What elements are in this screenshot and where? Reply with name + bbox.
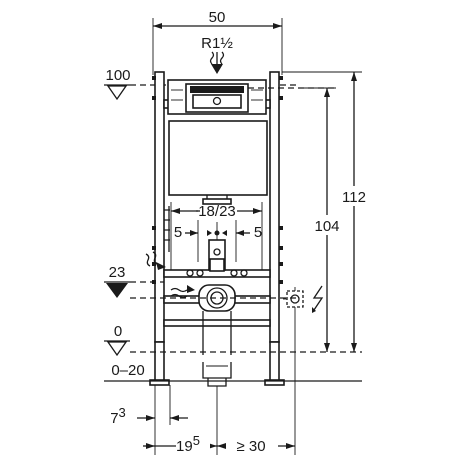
label-top-width: 50: [209, 9, 226, 26]
flush-actuator-icon: [167, 79, 335, 115]
label-level-0: 0: [114, 323, 122, 340]
label-offset-19: 195: [176, 433, 200, 455]
label-offset-7: 73: [110, 405, 126, 427]
dimension-height-104: 104: [300, 87, 344, 352]
label-spacing-5-left: 5: [174, 224, 182, 241]
dimension-top-width: 50: [152, 9, 283, 75]
label-pipe-size: R1½: [201, 35, 233, 52]
water-supply-squiggle-icon: [145, 251, 166, 270]
water-supply-squiggle-icon: [170, 285, 195, 299]
dimension-height-112: 112: [282, 71, 372, 352]
fixing-points: [186, 258, 248, 277]
label-range-0-20: 0–20: [111, 362, 144, 379]
label-spacing-5-right: 5: [254, 224, 262, 241]
frame-feet: [149, 379, 285, 386]
level-0-marker: 0: [104, 323, 362, 357]
dimension-offset-19: 195: [143, 433, 217, 456]
label-level-23: 23: [109, 264, 126, 281]
label-level-100: 100: [105, 67, 130, 84]
label-min-30: ≥ 30: [236, 438, 265, 455]
label-spacing-18-23: 18/23: [198, 203, 236, 220]
dimension-offset-7: 73: [110, 405, 188, 427]
dimension-min-30: ≥ 30: [217, 436, 295, 456]
label-height-112: 112: [342, 189, 366, 206]
dimension-spacing-18-23: 18/23: [170, 202, 263, 270]
frame-left-post: [152, 71, 165, 383]
drain-outlet: [130, 284, 300, 355]
frame-right-post: [269, 71, 283, 383]
level-23-marker: 23: [104, 264, 164, 298]
cistern-body: [168, 120, 268, 205]
label-height-104: 104: [314, 218, 339, 235]
waste-pipe: [202, 362, 232, 387]
water-inlet-arrow-icon: [209, 51, 225, 74]
range-0-20-marker: 0–20: [104, 362, 362, 382]
electric-lightning-icon: [312, 285, 324, 313]
power-socket-icon: [283, 287, 304, 311]
